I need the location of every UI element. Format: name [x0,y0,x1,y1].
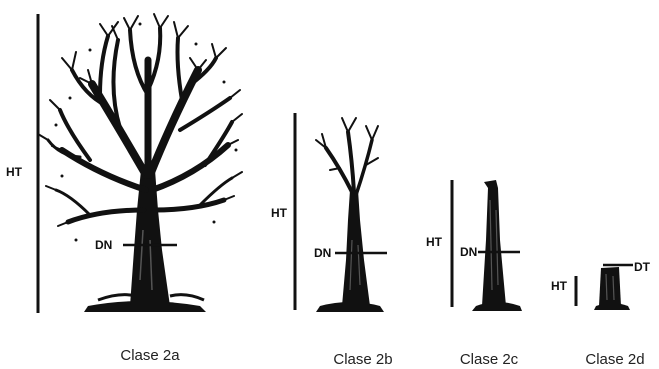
tree-2d: HT DT Clase 2d [551,260,651,368]
tree-2c-illustration [472,180,522,311]
tree-2b: HT DN Clase 2b [271,113,393,368]
tree-2a-illustration [38,14,242,312]
class-label-2b: Clase 2b [333,351,392,368]
class-label-2a: Clase 2a [120,347,180,364]
tree-2c: HT DN Clase 2c [426,180,522,368]
tree-2d-illustration [594,267,630,310]
height-label-2c: HT [426,235,443,249]
tree-2a: HT [6,14,242,364]
diameter-label-2a: DN [95,238,112,252]
diameter-label-2b: DN [314,246,331,260]
class-label-2c: Clase 2c [460,351,519,368]
height-label-2a: HT [6,165,23,179]
diameter-label-2d: DT [634,260,651,274]
tree-2b-illustration [316,118,384,312]
diameter-label-2c: DN [460,245,477,259]
height-label-2b: HT [271,206,288,220]
class-label-2d: Clase 2d [585,351,644,368]
height-label-2d: HT [551,279,568,293]
